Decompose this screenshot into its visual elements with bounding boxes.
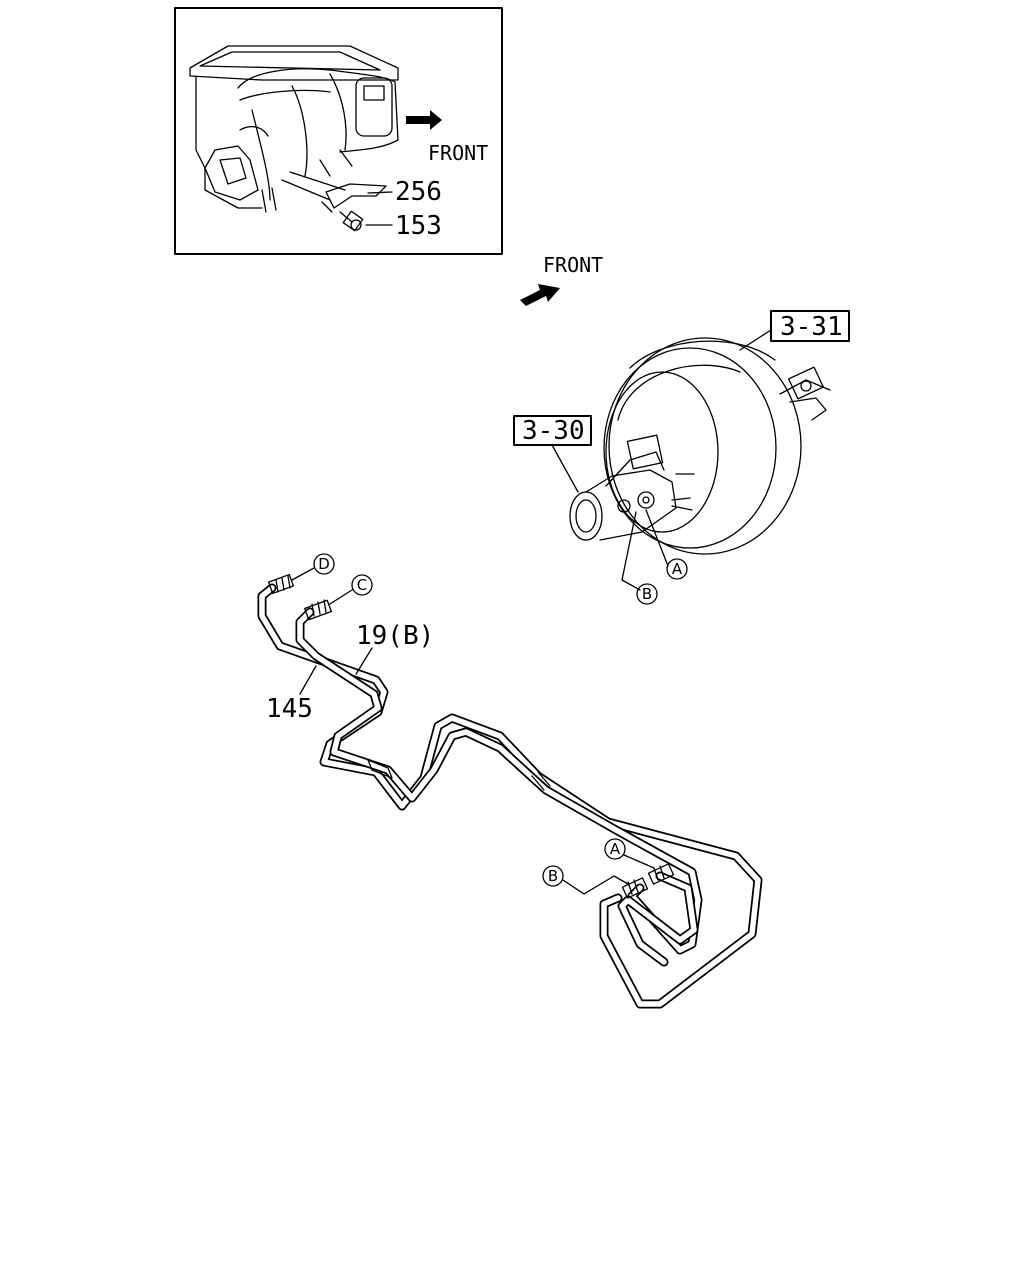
svg-text:B: B <box>548 867 558 885</box>
leader-256 <box>367 191 393 194</box>
leader-145 <box>299 665 317 695</box>
hvac-unit-drawing <box>189 45 399 213</box>
svg-text:A: A <box>610 840 621 858</box>
pipe-clip <box>367 759 393 779</box>
svg-text:A: A <box>672 560 683 578</box>
ref-box-3-30[interactable]: 3-30 <box>513 415 592 446</box>
inset-front-label: FRONT <box>428 141 488 165</box>
flare-nut-a <box>647 863 675 885</box>
connector-c: C <box>351 574 373 596</box>
leader-3-30 <box>551 444 579 493</box>
inset-front-arrow-icon <box>406 110 442 130</box>
brake-pipe-145 <box>257 583 763 1009</box>
leader-b-pipe <box>562 875 629 895</box>
connector-b-pipe: B <box>542 865 564 887</box>
part-number-19b: 19(B) <box>356 621 434 651</box>
connector-d: D <box>313 553 335 575</box>
leader-19b <box>355 647 373 675</box>
svg-text:C: C <box>357 576 367 594</box>
flare-nut-b <box>621 877 649 899</box>
leader-booster-a <box>645 509 669 567</box>
inset-frame <box>174 7 503 255</box>
callout-153: 153 <box>395 211 442 241</box>
inset-panel: 256 153 FRONT <box>174 7 503 255</box>
connector-b-booster: B <box>636 583 658 605</box>
flare-nut-c <box>304 599 332 621</box>
callout-256: 256 <box>395 177 442 207</box>
master-cylinder-drawing <box>569 434 695 541</box>
leader-d <box>291 567 315 581</box>
brake-pipe-19b <box>295 607 703 955</box>
svg-text:D: D <box>318 555 330 573</box>
leader-booster-b <box>621 511 637 581</box>
bracket-256 <box>321 183 387 213</box>
pipe-clip <box>531 771 551 791</box>
svg-text:B: B <box>642 585 652 603</box>
ref-3-31-label: 3-31 <box>780 312 843 342</box>
part-number-145: 145 <box>266 694 313 724</box>
ref-3-30-label: 3-30 <box>522 416 585 446</box>
main-front-label: FRONT <box>543 253 603 277</box>
brake-booster-drawing <box>603 337 831 555</box>
brake-pipe-inner-loop <box>617 871 699 967</box>
connector-a-pipe: A <box>604 838 626 860</box>
main-front-arrow-icon <box>520 284 560 306</box>
leader-c <box>329 589 353 605</box>
ref-box-3-31[interactable]: 3-31 <box>770 310 850 342</box>
bolt-153 <box>339 210 364 232</box>
flare-nut-d <box>267 573 295 595</box>
connector-a-booster: A <box>666 558 688 580</box>
leader-3-31 <box>739 329 772 351</box>
leader-a-pipe <box>623 854 655 869</box>
